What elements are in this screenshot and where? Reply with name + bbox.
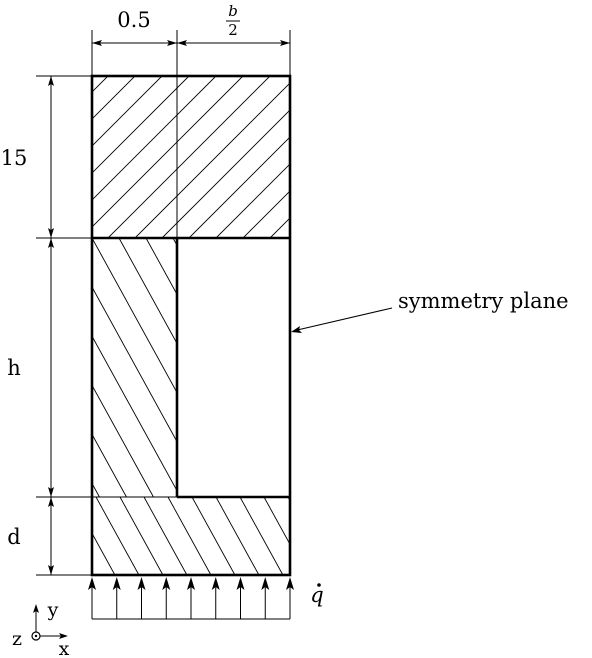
hatch-top-region bbox=[92, 76, 592, 238]
hatch-line bbox=[443, 238, 585, 497]
hatch-line bbox=[119, 497, 164, 575]
hatch-line bbox=[215, 163, 290, 238]
hatch-line bbox=[239, 497, 284, 575]
fraction-numerator: b bbox=[228, 2, 238, 20]
middle-height-label: h bbox=[7, 356, 21, 380]
hatch-line bbox=[351, 76, 513, 238]
dim-top-width bbox=[92, 40, 177, 46]
flux-arrow-head bbox=[137, 577, 146, 590]
hatch-line bbox=[200, 238, 342, 497]
bottom-height-label: d bbox=[7, 525, 20, 549]
flux-arrow-head bbox=[236, 577, 245, 590]
hatch-line bbox=[92, 76, 190, 174]
flux-arrow-head bbox=[286, 577, 294, 590]
top-width-label: 0.5 bbox=[117, 8, 150, 32]
dim-top-height bbox=[48, 76, 54, 238]
hatch-line bbox=[92, 76, 136, 120]
hatch-line bbox=[378, 76, 540, 238]
hatch-line bbox=[470, 238, 592, 497]
hatch-line bbox=[312, 497, 355, 575]
hatch-line bbox=[308, 238, 450, 497]
hatch-line bbox=[362, 238, 504, 497]
hatch-line bbox=[297, 76, 459, 238]
heat-flux-label: q bbox=[310, 583, 323, 607]
hatch-line bbox=[191, 497, 236, 575]
axis-y-label: y bbox=[47, 599, 59, 621]
hatch-line bbox=[281, 238, 423, 497]
top-height-label: 15 bbox=[1, 146, 28, 170]
hatch-line bbox=[92, 532, 116, 575]
hatch-line bbox=[263, 497, 290, 546]
hatch-line bbox=[188, 136, 290, 238]
hatch-line bbox=[335, 238, 477, 497]
hatch-line bbox=[551, 238, 592, 497]
dim-bottom-height bbox=[48, 497, 54, 575]
hatch-line bbox=[242, 190, 290, 238]
hatch-line bbox=[578, 238, 592, 497]
hatch-line bbox=[92, 433, 127, 497]
hatch-line bbox=[92, 286, 177, 443]
hatch-line bbox=[486, 76, 592, 238]
hatch-line bbox=[107, 76, 271, 238]
hatch-line bbox=[172, 238, 177, 247]
hatch-line bbox=[167, 497, 212, 575]
hatch-line bbox=[416, 238, 558, 497]
symmetry-leader bbox=[291, 307, 393, 333]
coordinate-axes bbox=[31, 604, 68, 641]
flux-arrow-head bbox=[261, 577, 270, 590]
hatch-line bbox=[92, 76, 163, 147]
heat-flux-symbol: q bbox=[310, 583, 323, 607]
hatch-line bbox=[161, 109, 290, 238]
hatch-line bbox=[227, 238, 369, 497]
flux-arrow-head bbox=[187, 577, 195, 590]
hatch-line bbox=[459, 76, 592, 238]
heat-flux-arrows bbox=[88, 577, 294, 620]
fraction-denominator: 2 bbox=[228, 21, 238, 39]
hatch-line bbox=[118, 238, 177, 345]
hatch-line bbox=[287, 497, 290, 502]
flux-arrow-head bbox=[211, 577, 220, 590]
flux-arrow-head bbox=[162, 577, 171, 590]
hatch-line bbox=[92, 335, 177, 492]
hatch-line bbox=[524, 238, 592, 497]
hatch-line bbox=[513, 76, 592, 238]
axis-x-label: x bbox=[59, 638, 70, 658]
hatch-line bbox=[405, 76, 567, 238]
hatch-line bbox=[389, 238, 531, 497]
hatch-line bbox=[145, 238, 177, 296]
hatch-web-region bbox=[92, 238, 592, 497]
axis-z-label: z bbox=[12, 628, 22, 650]
hatch-line bbox=[134, 82, 290, 238]
hatch-line bbox=[48, 497, 91, 575]
hatch-line bbox=[143, 497, 188, 575]
hatch-line bbox=[432, 76, 592, 238]
flux-arrow-head bbox=[88, 577, 96, 590]
hatch-line bbox=[92, 76, 244, 228]
hatch-bottom-region bbox=[24, 497, 355, 575]
hatch-line bbox=[567, 76, 592, 238]
hatch-line bbox=[254, 238, 396, 497]
outer-outline bbox=[90, 74, 292, 577]
hatch-line bbox=[269, 217, 290, 238]
dim-middle-height bbox=[48, 238, 54, 497]
flux-arrow-head bbox=[112, 577, 121, 590]
dim-half-width bbox=[177, 40, 290, 46]
hatch-line bbox=[24, 497, 67, 575]
hatch-line bbox=[92, 384, 154, 497]
hatch-line bbox=[92, 238, 177, 394]
hatch-line bbox=[215, 497, 260, 575]
half-width-fraction: b 2 bbox=[226, 2, 240, 39]
hatch-line bbox=[540, 76, 592, 238]
hatch-line bbox=[324, 76, 486, 238]
hatch-line bbox=[95, 497, 140, 575]
symmetry-plane-label: symmetry plane bbox=[398, 289, 569, 313]
hatch-line bbox=[92, 76, 217, 201]
hatch-line bbox=[497, 238, 592, 497]
